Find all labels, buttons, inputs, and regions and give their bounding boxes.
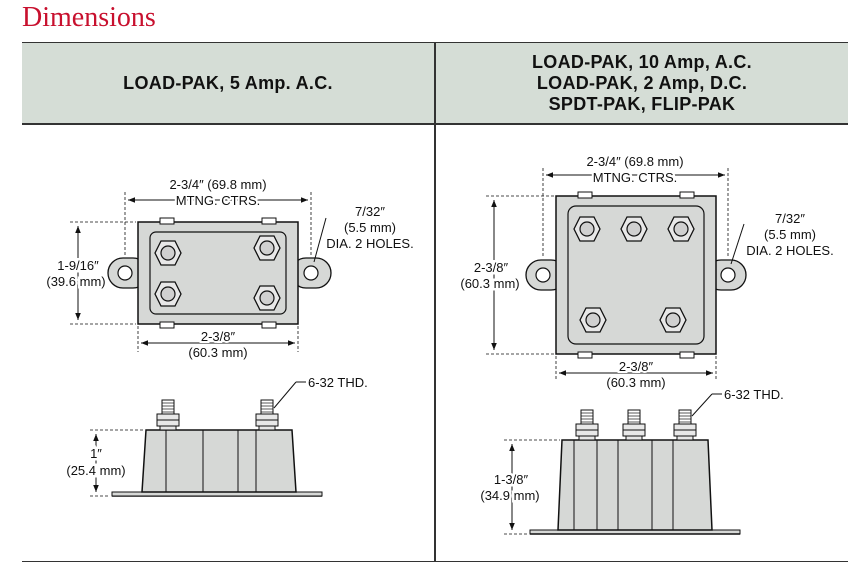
left-depth-dim: 1″ [90, 446, 102, 461]
left-depth-mm: (25.4 mm) [66, 463, 125, 478]
left-stud-2-icon [255, 399, 279, 431]
right-stud-2-icon [622, 409, 646, 441]
right-header-line-1: LOAD-PAK, 10 Amp, A.C. [532, 51, 752, 72]
right-terminal-nut-2-icon [620, 216, 648, 242]
page-title: Dimensions [22, 2, 156, 33]
dimensions-table: LOAD-PAK, 5 Amp. A.C. LOAD-PAK, 10 Amp, … [22, 42, 848, 562]
left-terminal-nut-2-icon [253, 235, 281, 261]
left-hole-mm: (5.5 mm) [344, 220, 396, 235]
right-depth-mm: (34.9 mm) [480, 488, 539, 503]
right-depth-dim: 1-3/8″ [494, 472, 529, 487]
left-terminal-nut-1-icon [154, 240, 182, 266]
right-hole-dim: 7/32″ [775, 211, 805, 226]
right-terminal-nut-5-icon [659, 307, 687, 333]
left-thread-label: 6-32 THD. [308, 375, 368, 390]
left-body-top [149, 231, 287, 315]
left-terminal-nut-3-icon [154, 281, 182, 307]
left-header-label: LOAD-PAK, 5 Amp. A.C. [123, 72, 333, 93]
right-header-line-2: LOAD-PAK, 2 Amp, D.C. [536, 72, 748, 93]
left-width-dim: 2-3/8″ [201, 329, 236, 344]
right-width-dim: 2-3/8″ [619, 359, 654, 374]
left-column-header: LOAD-PAK, 5 Amp. A.C. [22, 43, 434, 125]
right-mtng-dim: 2-3/4″ (69.8 mm) [586, 154, 683, 169]
left-height-mm: (39.6 mm) [46, 274, 105, 289]
right-terminal-nut-4-icon [579, 307, 607, 333]
right-top-view: 2-3/4″ (69.8 mm) MTNG. CTRS. 2-3/8″ (60.… [458, 154, 834, 390]
right-hole-label: DIA. 2 HOLES. [746, 243, 833, 258]
left-mtng-dim: 2-3/4″ (69.8 mm) [169, 177, 266, 192]
right-terminal-nut-1-icon [573, 216, 601, 242]
left-hole-dim: 7/32″ [355, 204, 385, 219]
right-stud-1-icon [575, 409, 599, 441]
right-hole-mm: (5.5 mm) [764, 227, 816, 242]
right-header-line-3: SPDT-PAK, FLIP-PAK [548, 93, 736, 114]
left-side-view: 6-32 THD. 1″ (25.4 mm) [64, 375, 368, 497]
right-width-mm: (60.3 mm) [606, 375, 665, 390]
right-height-dim: 2-3/8″ [474, 260, 509, 275]
left-height-dim: 1-9/16″ [57, 258, 99, 273]
left-terminal-nut-4-icon [253, 285, 281, 311]
right-mtng-label: MTNG. CTRS. [593, 170, 678, 185]
left-mounting-ear-right [290, 257, 332, 289]
column-divider [434, 43, 436, 561]
right-thread-label: 6-32 THD. [724, 387, 784, 402]
right-column-header: LOAD-PAK, 10 Amp, A.C. LOAD-PAK, 2 Amp, … [436, 43, 848, 125]
left-mtng-label: MTNG. CTRS. [176, 193, 261, 208]
left-stud-1-icon [156, 399, 180, 431]
left-hole-label: DIA. 2 HOLES. [326, 236, 413, 251]
left-width-mm: (60.3 mm) [188, 345, 247, 360]
left-top-view: 2-3/4″ (69.8 mm) MTNG. CTRS. 1-9/16″ (39… [44, 177, 414, 360]
right-terminal-nut-3-icon [667, 216, 695, 242]
right-height-mm: (60.3 mm) [460, 276, 519, 291]
right-side-view: 6-32 THD. 1-3/8″ (34.9 mm) [478, 387, 784, 535]
